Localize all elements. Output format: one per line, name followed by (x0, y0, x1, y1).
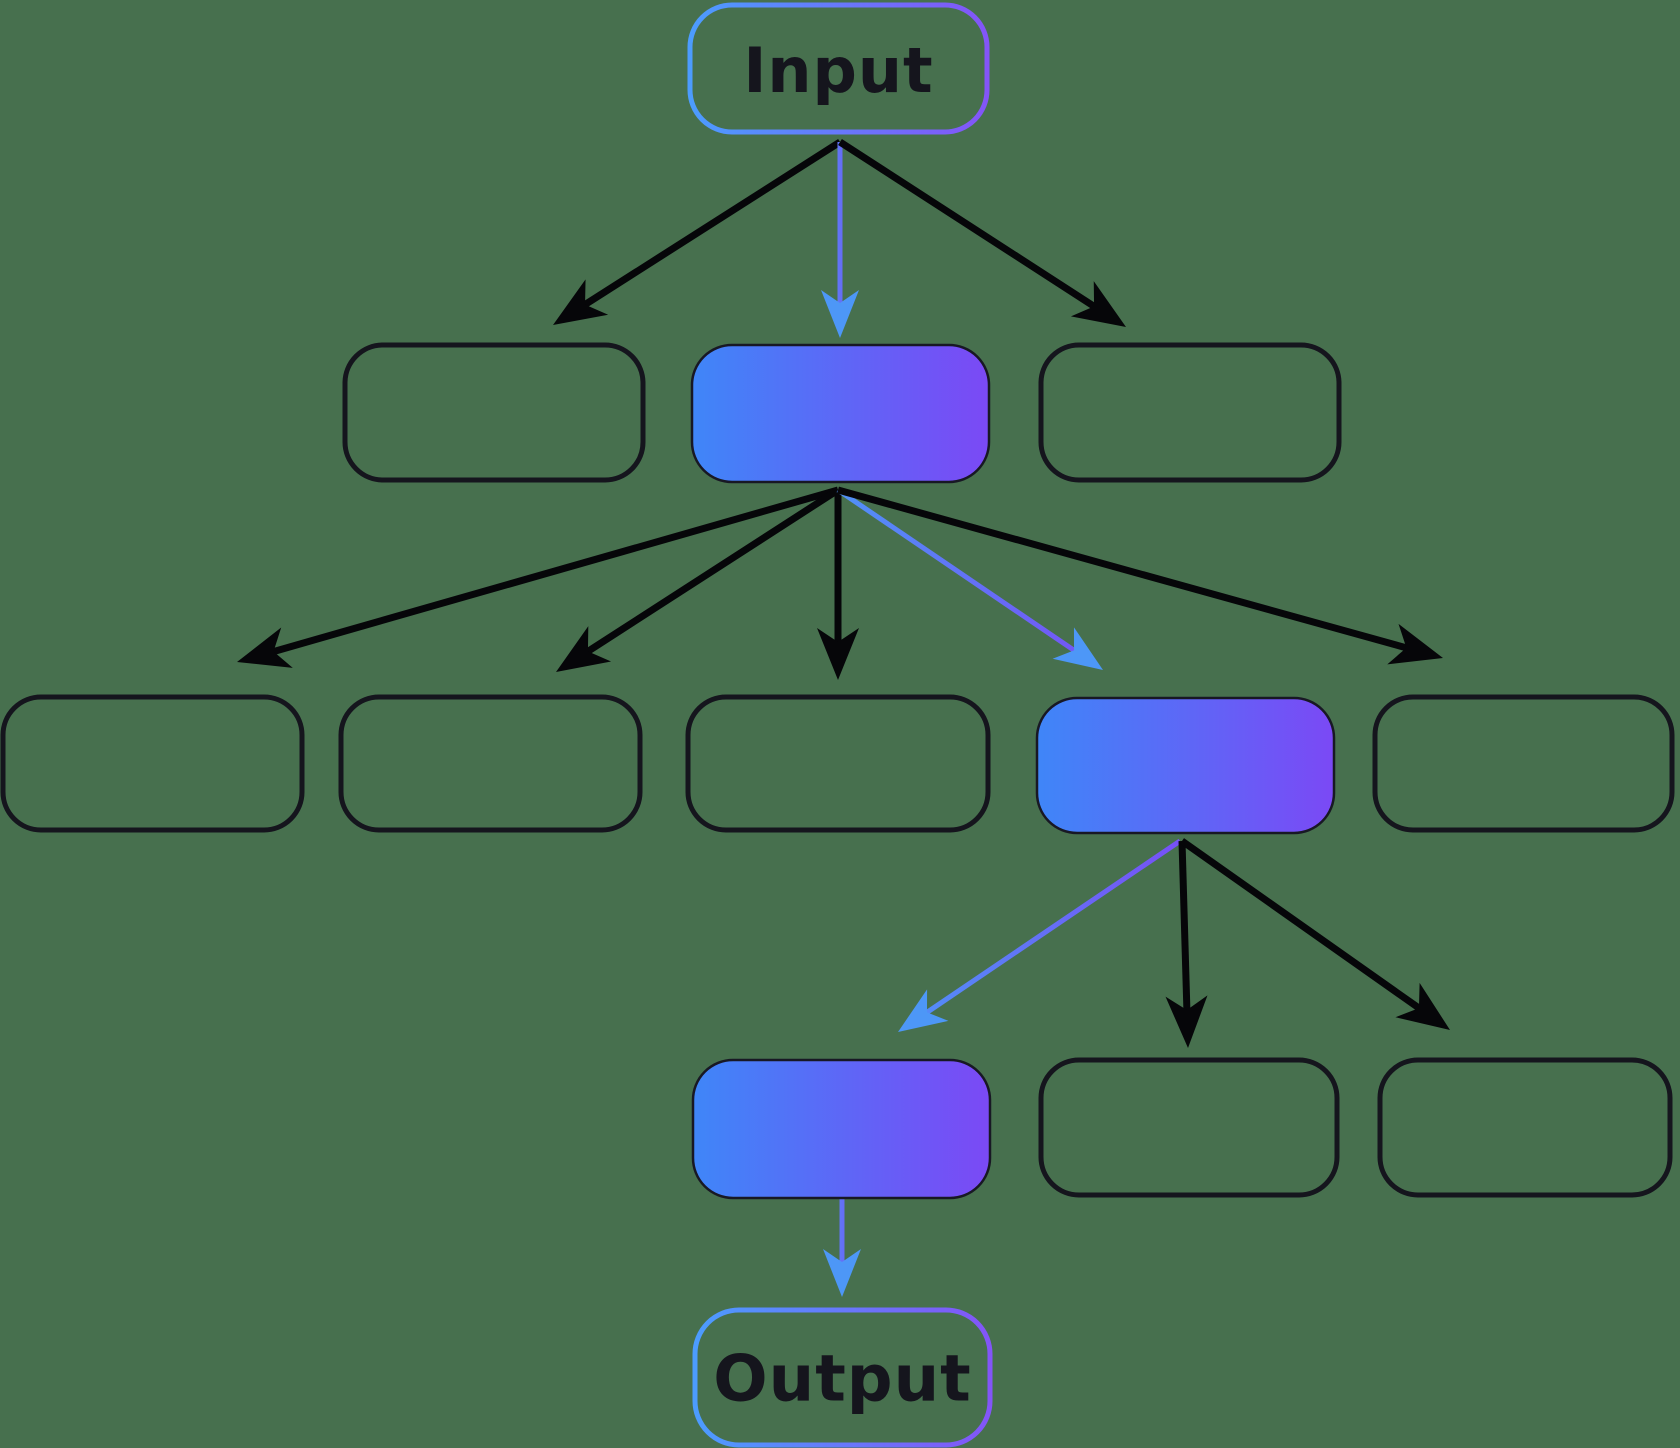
node-input: Input (687, 2, 990, 135)
edge-l4-grad-to-output (823, 1198, 861, 1297)
node-shape-empty (685, 694, 991, 833)
node-shape-gradient (690, 343, 991, 484)
edge-input-to-l2-right (838, 139, 1126, 327)
edge-input-to-l2-mid (821, 142, 859, 338)
arrowhead-icon (553, 279, 609, 325)
node-l4-mid (1038, 1057, 1340, 1198)
node-l4-grad (691, 1058, 992, 1200)
arrow-shaft (1178, 840, 1191, 1011)
node-shape-gradient (1035, 696, 1336, 835)
node-label-input: Input (743, 34, 933, 107)
node-shape-empty (342, 342, 646, 483)
node-shape-empty (1038, 1057, 1340, 1198)
node-shape-io (687, 2, 990, 135)
node-shape-empty (1372, 694, 1675, 833)
arrowhead-icon (898, 989, 949, 1032)
edge-l3-4-to-l4-right (1179, 838, 1450, 1030)
node-shape-empty (1038, 342, 1342, 483)
arrow-shaft (925, 838, 1182, 1015)
edge-l3-4-to-l4-grad (898, 838, 1182, 1032)
node-l2-right (1038, 342, 1342, 483)
arrow-shaft (272, 486, 839, 656)
node-l3-4 (1035, 696, 1336, 835)
arrow-shaft (837, 486, 1408, 652)
arrowhead-icon (817, 628, 859, 680)
edge-l2-mid-to-l3-4 (836, 487, 1103, 670)
arrowhead-icon (823, 1249, 861, 1297)
node-l3-5 (1372, 694, 1675, 833)
arrowhead-icon (1395, 982, 1450, 1030)
arrowhead-icon (556, 626, 612, 672)
node-shape-empty (1377, 1057, 1673, 1198)
arrow-shaft (836, 487, 1076, 653)
edge-l2-mid-to-l3-3 (817, 490, 859, 680)
arrowhead-icon (821, 290, 859, 338)
arrowhead-icon (237, 627, 293, 668)
arrow-shaft (585, 487, 840, 655)
node-l2-mid (690, 343, 991, 484)
arrowhead-icon (1165, 995, 1208, 1048)
edge-input-to-l2-left (553, 139, 842, 325)
node-shape-gradient (691, 1058, 992, 1200)
arrowhead-icon (1387, 623, 1443, 665)
arrowhead-icon (1052, 627, 1103, 670)
node-l2-left (342, 342, 646, 483)
arrowhead-icon (1070, 281, 1126, 327)
node-l3-2 (338, 694, 643, 833)
edge-l2-mid-to-l3-2 (556, 487, 840, 672)
node-shape-io (692, 1307, 993, 1448)
edge-l2-mid-to-l3-5 (837, 486, 1443, 665)
arrow-shaft (838, 139, 1097, 310)
node-l4-right (1377, 1057, 1673, 1198)
node-l3-3 (685, 694, 991, 833)
arrow-shaft (582, 139, 842, 308)
node-shape-empty (338, 694, 643, 833)
arrow-shaft (1179, 838, 1422, 1012)
node-l3-1 (0, 694, 305, 833)
node-shape-empty (0, 694, 305, 833)
edge-l3-4-to-l4-mid (1165, 840, 1208, 1048)
edge-l2-mid-to-l3-1 (237, 486, 839, 668)
node-label-output: Output (713, 1343, 972, 1417)
node-output: Output (692, 1307, 993, 1448)
